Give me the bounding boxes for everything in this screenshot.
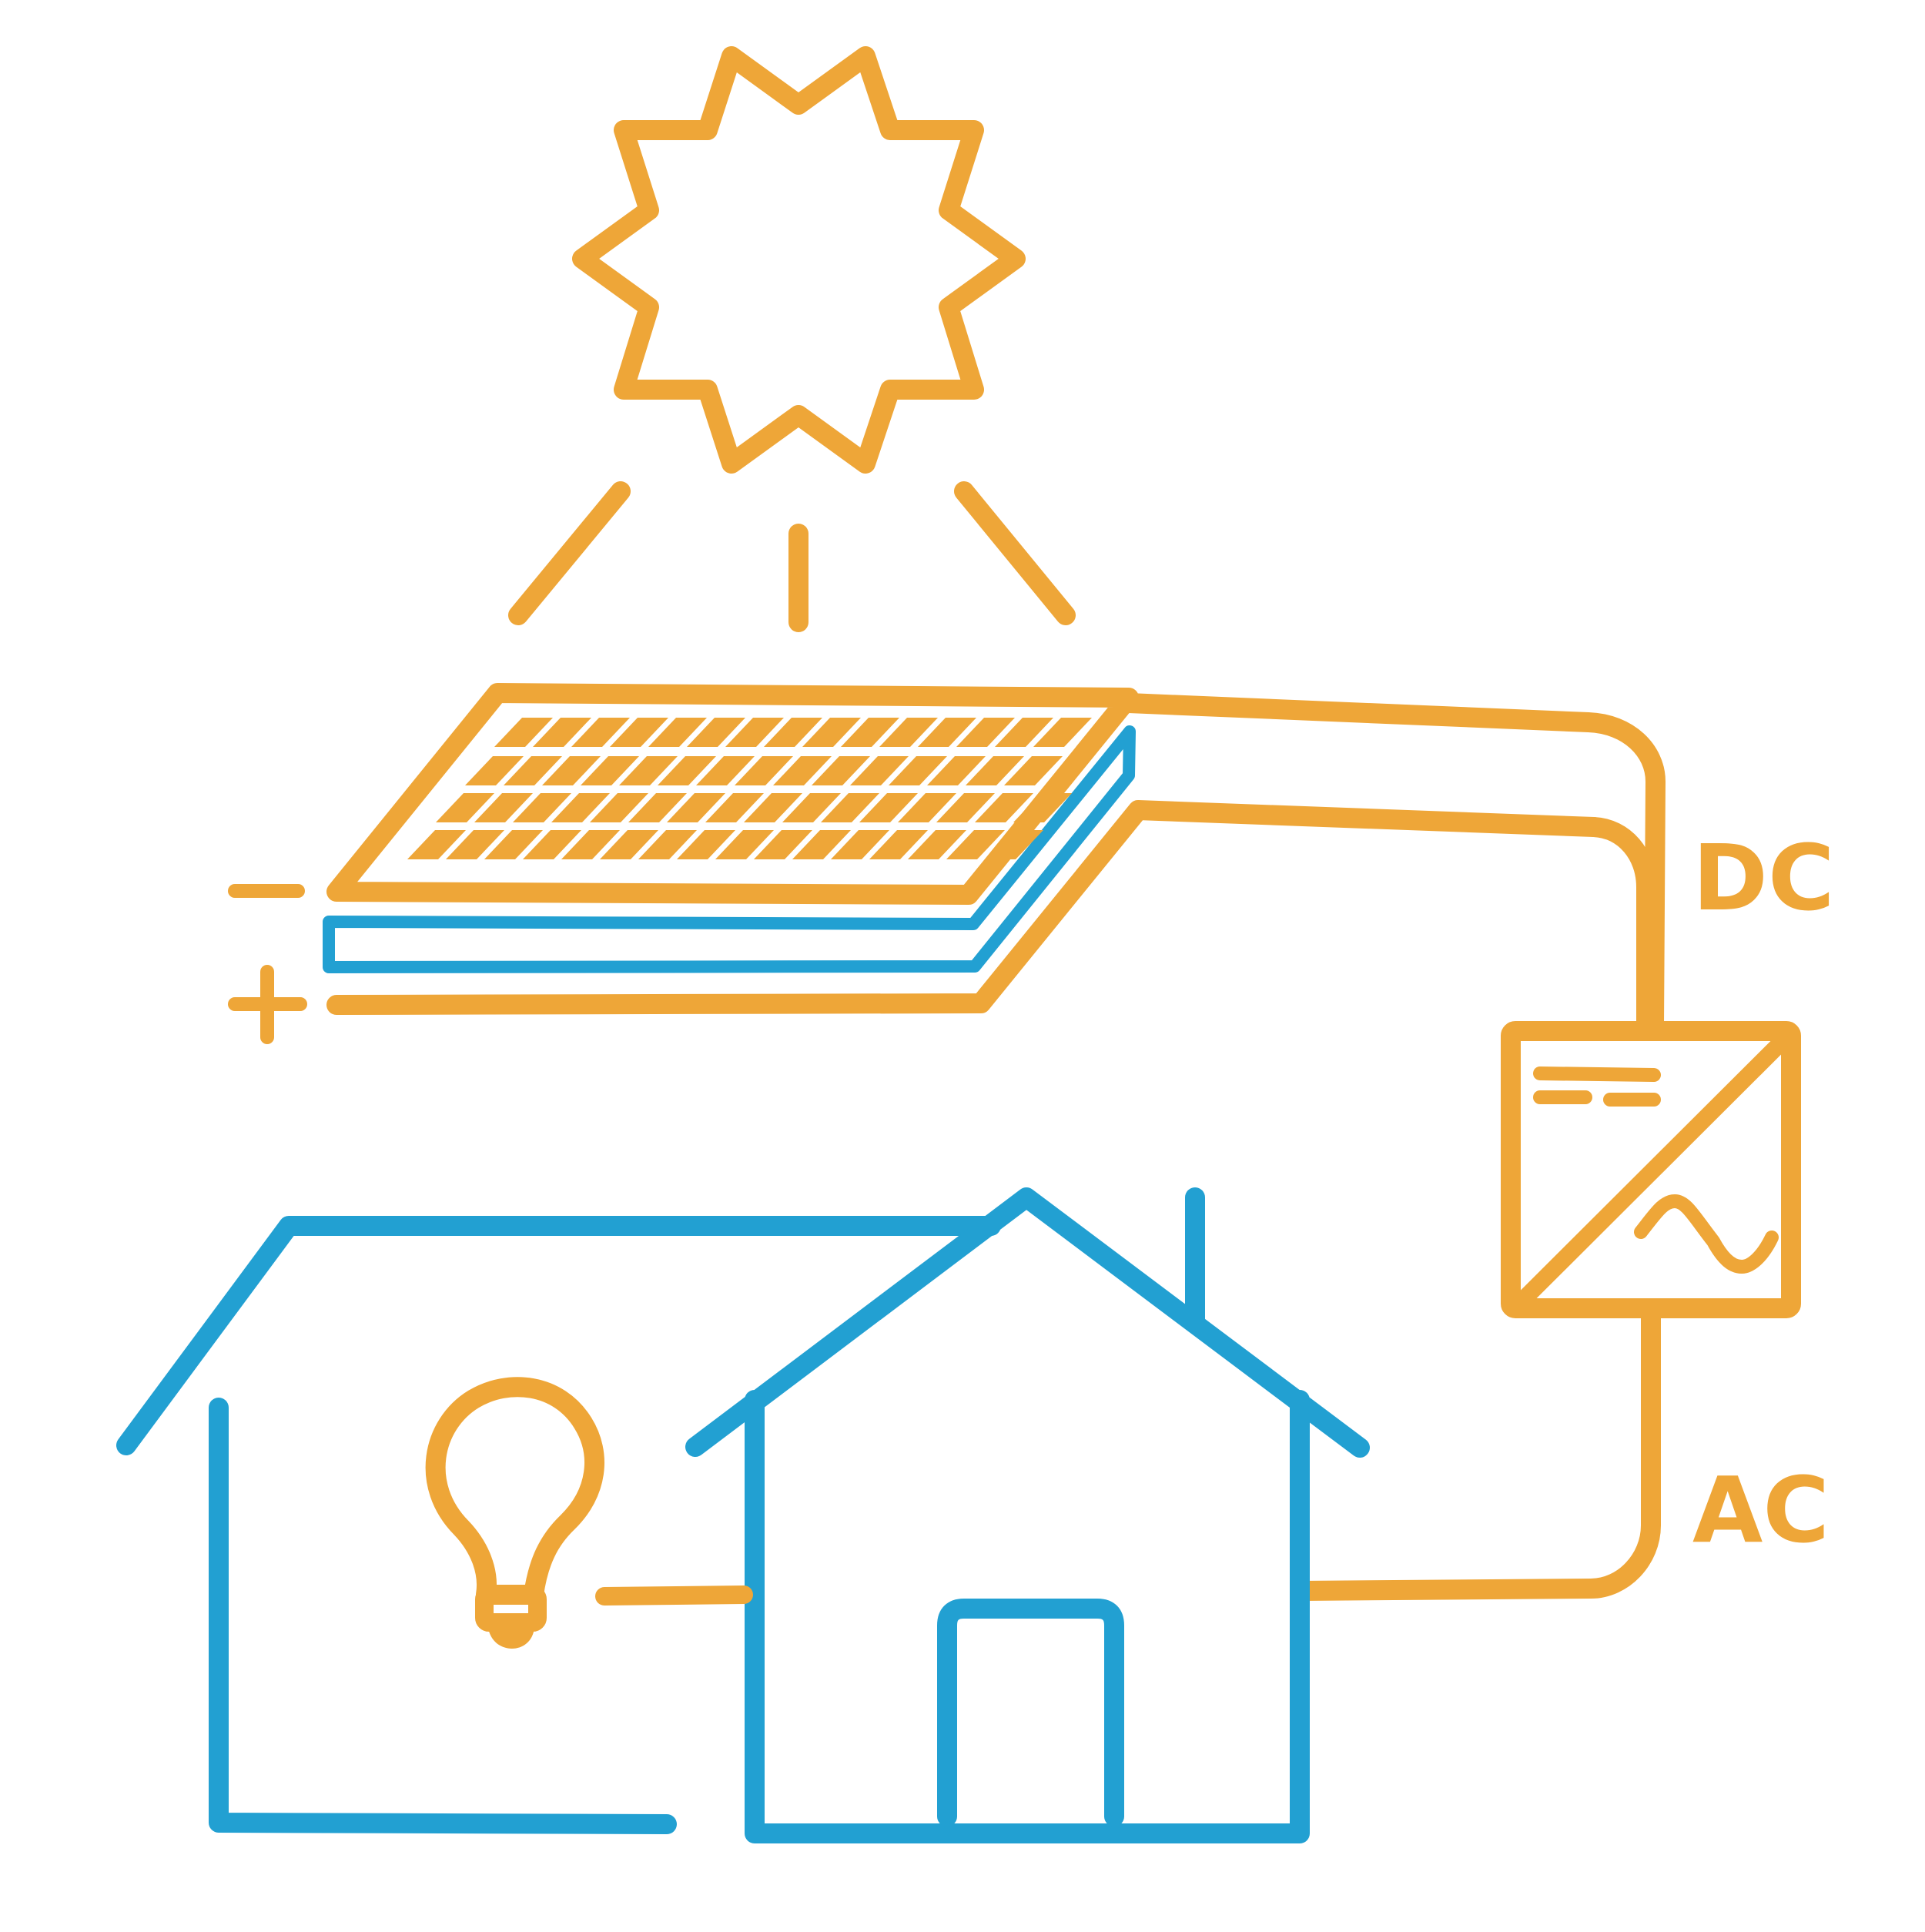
sun-icon	[508, 46, 1076, 632]
small-house-door	[937, 1599, 1124, 1827]
panel-cell	[975, 793, 1033, 822]
light-bulb-icon	[425, 1377, 753, 1649]
sun-star	[572, 46, 1026, 474]
panel-cell	[619, 756, 678, 785]
panel-cell	[735, 756, 793, 785]
panel-cell	[465, 756, 524, 785]
panel-middle-layer	[323, 725, 1136, 973]
panel-cell	[696, 756, 755, 785]
panel-cell	[484, 830, 543, 859]
panel-cell	[542, 756, 601, 785]
house-outer-wall	[209, 1398, 677, 1834]
panel-cell	[551, 793, 610, 822]
panel-cells	[407, 718, 1092, 859]
panel-cell	[936, 793, 995, 822]
inverter-ac-wave	[1634, 1194, 1779, 1274]
panel-cell	[869, 830, 928, 859]
panel-cell	[523, 830, 581, 859]
panel-cell	[812, 756, 870, 785]
panel-cell	[581, 756, 639, 785]
panel-cell	[513, 793, 571, 822]
panel-cell	[628, 793, 687, 822]
panel-cell	[494, 718, 553, 747]
small-house-roof	[685, 1187, 1370, 1458]
bulb-tip	[488, 1628, 534, 1649]
panel-cell	[638, 830, 697, 859]
panel-cell	[821, 793, 879, 822]
panel-cell	[918, 718, 976, 747]
ac-label: AC	[1692, 1457, 1830, 1563]
bulb-wire	[595, 1585, 753, 1606]
house-outer-roof	[116, 1216, 1001, 1455]
panel-cell	[782, 793, 841, 822]
panel-cell	[610, 718, 668, 747]
panel-cell	[773, 756, 832, 785]
panel-cell	[407, 830, 466, 859]
panel-cell	[1033, 718, 1092, 747]
dc-label: DC	[1692, 825, 1835, 931]
panel-cell	[754, 830, 812, 859]
panel-cell	[648, 718, 707, 747]
bulb-base	[475, 1585, 547, 1632]
panel-cell	[889, 756, 947, 785]
panel-cell	[995, 718, 1053, 747]
panel-bottom-layer	[326, 800, 1604, 1015]
panel-cell	[658, 756, 716, 785]
panel-cell	[764, 718, 822, 747]
panel-cell	[677, 830, 735, 859]
panel-cell	[474, 793, 533, 822]
panel-cell	[1004, 756, 1063, 785]
panel-cell	[667, 793, 725, 822]
panel-top-surface	[326, 683, 1139, 905]
panel-cell	[831, 830, 889, 859]
inverter-icon	[1501, 1021, 1801, 1318]
panel-cell	[850, 756, 909, 785]
panel-plus-sign	[228, 965, 307, 1044]
inverter-diagonal	[1512, 1030, 1793, 1311]
panel-cell	[898, 793, 956, 822]
panel-cell	[533, 718, 591, 747]
inverter-dc-bar-1	[1533, 1066, 1661, 1082]
panel-cell	[725, 718, 784, 747]
dc-wire-bottom	[1584, 817, 1656, 1037]
dc-wire-top	[1119, 693, 1666, 1036]
panel-cell	[792, 830, 851, 859]
panel-cell	[687, 718, 745, 747]
panel-cell	[446, 830, 504, 859]
panel-cell	[571, 718, 630, 747]
solar-panel-icon	[228, 683, 1604, 1044]
panel-cell	[504, 756, 562, 785]
panel-cell	[590, 793, 648, 822]
panel-cell	[966, 756, 1024, 785]
panel-cell	[1013, 793, 1072, 822]
panel-cell	[802, 718, 861, 747]
panel-cell	[841, 718, 899, 747]
panel-cell	[908, 830, 966, 859]
ac-wire	[1290, 1307, 1661, 1601]
panel-cell	[946, 830, 1005, 859]
sun-ray-left	[508, 481, 631, 625]
panel-cell	[879, 718, 938, 747]
panel-cell	[600, 830, 658, 859]
house-icon	[116, 1187, 1370, 1843]
panel-cell	[985, 830, 1043, 859]
panel-cell	[715, 830, 774, 859]
panel-cell	[956, 718, 1015, 747]
panel-cell	[705, 793, 764, 822]
panel-cell	[561, 830, 620, 859]
panel-cell	[744, 793, 802, 822]
panel-cell	[436, 793, 494, 822]
sun-ray-right	[954, 481, 1076, 625]
panel-cell	[927, 756, 986, 785]
small-house-walls	[745, 1390, 1310, 1843]
panel-cell	[859, 793, 918, 822]
bulb-glass	[425, 1377, 604, 1605]
